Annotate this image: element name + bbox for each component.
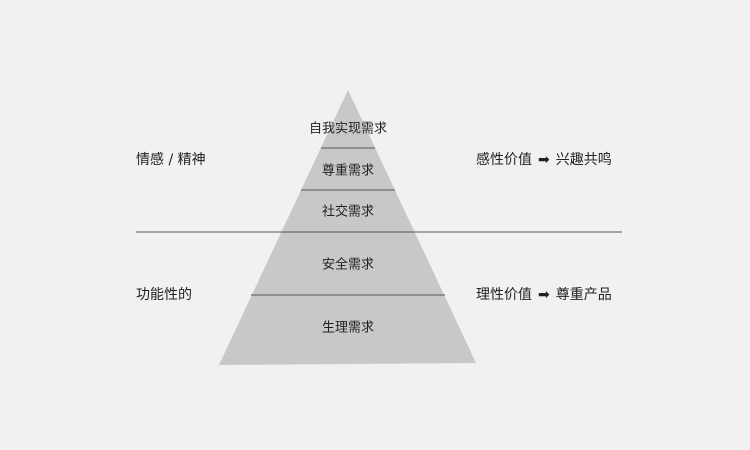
right-label-lower-from: 理性价值 <box>476 287 532 303</box>
right-label-lower-to: 尊重产品 <box>555 287 612 303</box>
right-label-rational-value: 理性价值 ➡ 尊重产品 <box>476 286 612 304</box>
pyramid-shape <box>219 90 476 365</box>
level-label-self-actualization: 自我实现需求 <box>309 122 387 137</box>
level-label-safety: 安全需求 <box>322 257 374 273</box>
arrow-right-icon: ➡ <box>538 152 550 168</box>
level-label-physiological: 生理需求 <box>322 321 374 336</box>
left-label-functional: 功能性的 <box>136 287 192 303</box>
right-label-emotional-value: 感性价值 ➡ 兴趣共鸣 <box>476 151 612 169</box>
right-label-upper-from: 感性价值 <box>476 152 532 168</box>
level-label-esteem: 尊重需求 <box>322 163 374 179</box>
level-label-social: 社交需求 <box>322 204 374 220</box>
left-label-emotional: 情感 / 精神 <box>136 152 206 168</box>
right-label-upper-to: 兴趣共鸣 <box>555 152 612 168</box>
arrow-right-icon: ➡ <box>538 287 550 303</box>
